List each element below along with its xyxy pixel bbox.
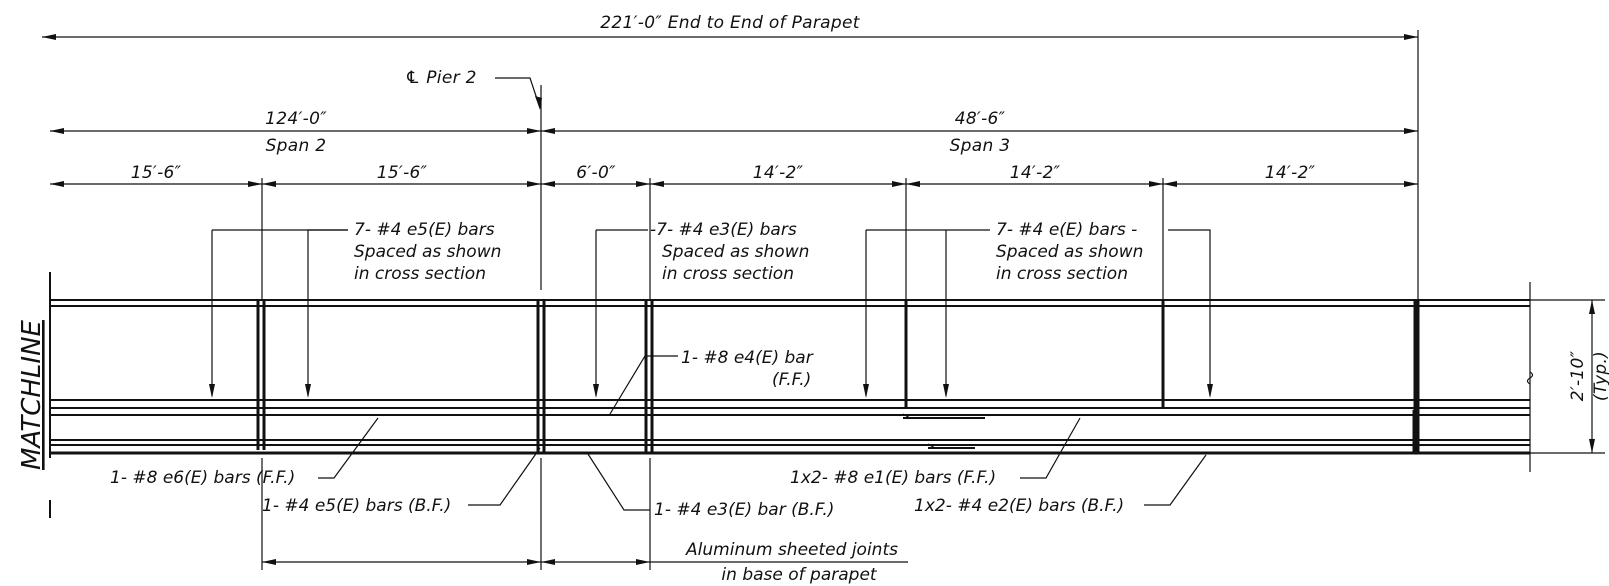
e4-note-line-2: (F.F.): [772, 370, 811, 390]
e5-note-line-3: in cross section: [354, 264, 486, 284]
joints-note: Aluminum sheeted joints in base of parap…: [261, 458, 908, 585]
e3-bf-note-text: 1- #4 e3(E) bar (B.F.): [654, 500, 834, 520]
span-2-label: Span 2: [266, 136, 327, 156]
overall-dimension: 221′-0″ End to End of Parapet: [42, 13, 1419, 300]
segment-4-length: 14′-2″: [753, 163, 804, 183]
matchline-label: MATCHLINE: [17, 319, 47, 470]
e3-note-line-1: -7- #4 e3(E) bars: [650, 220, 797, 240]
e2-note-text: 1x2- #4 e2(E) bars (B.F.): [914, 496, 1124, 516]
e4-note: 1- #8 e4(E) bar (F.F.): [609, 348, 814, 415]
span-dimensions: 124′-0″ Span 2 48′-6″ Span 3: [50, 109, 1418, 156]
e1-note: 1x2- #8 e1(E) bars (F.F.): [790, 417, 1081, 488]
e3-bf-note: 1- #4 e3(E) bar (B.F.): [587, 453, 834, 520]
segment-6-length: 14′-2″: [1265, 163, 1316, 183]
segment-3-length: 6′-0″: [576, 163, 616, 183]
e3-note-line-3: in cross section: [662, 264, 794, 284]
e-note-line-1: 7- #4 e(E) bars -: [996, 220, 1137, 240]
span-3-length: 48′-6″: [955, 109, 1006, 129]
height-dimension-note: (Typ.): [1591, 351, 1609, 401]
e3-note-line-2: Spaced as shown: [662, 242, 809, 262]
e1-note-text: 1x2- #8 e1(E) bars (F.F.): [790, 468, 996, 488]
segment-2-length: 15′-6″: [377, 163, 428, 183]
span-2-length: 124′-0″: [265, 109, 327, 129]
e5-bf-note-text: 1- #4 e5(E) bars (B.F.): [262, 496, 451, 516]
segment-dimensions: 15′-6″ 15′-6″ 6′-0″ 14′-2″ 14′-2″ 14′-2″: [50, 163, 1418, 300]
span-3-label: Span 3: [950, 136, 1011, 156]
e4-note-line-1: 1- #8 e4(E) bar: [681, 348, 814, 368]
segment-5-length: 14′-2″: [1010, 163, 1061, 183]
joints-note-line-2: in base of parapet: [721, 565, 877, 585]
overall-dimension-label: 221′-0″ End to End of Parapet: [600, 13, 860, 33]
e-note-line-3: in cross section: [996, 264, 1128, 284]
e-stirrup-note: 7- #4 e(E) bars - Spaced as shown in cro…: [863, 220, 1213, 398]
e6-note: 1- #8 e6(E) bars (F.F.): [110, 417, 379, 488]
e6-note-text: 1- #8 e6(E) bars (F.F.): [110, 468, 295, 488]
e-note-line-2: Spaced as shown: [996, 242, 1143, 262]
height-dimension: 2′-10″ (Typ.): [1530, 299, 1609, 454]
pier-2-label: ℄ Pier 2: [405, 68, 477, 88]
segment-1-length: 15′-6″: [131, 163, 182, 183]
e5-note-line-1: 7- #4 e5(E) bars: [354, 220, 495, 240]
e5-note-line-2: Spaced as shown: [354, 242, 501, 262]
parapet-elevation: [49, 272, 1534, 518]
height-dimension-label: 2′-10″: [1568, 350, 1588, 401]
pier-2-centerline: ℄ Pier 2: [405, 68, 542, 290]
joints-note-line-1: Aluminum sheeted joints: [685, 540, 898, 560]
e5-stirrup-note: 7- #4 e5(E) bars Spaced as shown in cros…: [209, 220, 501, 398]
e3-stirrup-note: -7- #4 e3(E) bars Spaced as shown in cro…: [593, 220, 809, 398]
e5-bf-note: 1- #4 e5(E) bars (B.F.): [262, 447, 541, 516]
e2-note: 1x2- #4 e2(E) bars (B.F.): [914, 454, 1207, 516]
